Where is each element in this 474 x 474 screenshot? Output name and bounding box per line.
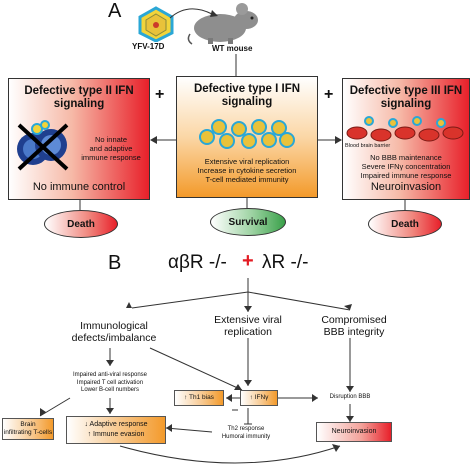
th1-bias-box: ↑ Th1 bias: [174, 390, 224, 406]
blood-brain-barrier-icon: [346, 116, 464, 142]
box-outcome: Neuroinvasion: [370, 181, 442, 193]
type-iii-ifn-box: Defective type III IFN signaling Blood b…: [342, 78, 470, 200]
box-line: Impaired immune response: [360, 171, 452, 180]
brain-t-cells-box: Brain infiltrating T-cells: [2, 418, 54, 440]
virus-cluster-icon: [199, 119, 295, 149]
box-line: infiltrating T-cells: [3, 429, 53, 436]
box-title: signaling: [380, 98, 432, 110]
box-note: immune response: [81, 153, 141, 162]
adaptive-response-box: ↓ Adaptive response ↑ Immune evasion: [66, 416, 166, 444]
bbb-label: Blood brain barrier: [345, 143, 391, 149]
box-line: ↓ Adaptive response: [84, 421, 148, 428]
box-line: Severe IFNγ concentration: [361, 162, 451, 171]
box-line: Increase in cytokine secretion: [197, 166, 297, 175]
box-note: and adaptive: [89, 144, 133, 153]
infection-arrow: [169, 8, 218, 19]
box-title: signaling: [53, 98, 105, 110]
impaired-line: Lower B-cell numbers: [80, 387, 140, 393]
death-oval: Death: [44, 210, 118, 238]
box-title: Defective type III IFN: [349, 85, 463, 97]
node-line: Extensive viral: [214, 314, 282, 326]
node-line: defects/imbalance: [71, 332, 157, 344]
box-outcome: No immune control: [32, 181, 126, 193]
box-title: Defective type II IFN: [24, 85, 134, 97]
th2-line: Th2 response: [227, 426, 265, 432]
node-line: Compromised: [321, 314, 387, 326]
impaired-list: Impaired anti-viral response Impaired T …: [52, 372, 168, 395]
box-line: No BBB maintenance: [370, 153, 442, 162]
header-plus: +: [242, 250, 254, 272]
plus-sign: +: [155, 86, 165, 103]
box-line: Extensive viral replication: [204, 157, 290, 166]
node-immunological: Immunological defects/imbalance: [66, 320, 162, 344]
virus-label: YFV-17D: [132, 42, 165, 51]
mouse-icon: [187, 3, 258, 45]
impaired-line: Impaired anti-viral response: [72, 372, 148, 378]
crossed-cells-icon: [17, 120, 69, 171]
box-line: Brain: [20, 421, 36, 428]
th2-text: Th2 response Humoral immunity: [206, 426, 286, 441]
plus-sign: +: [324, 86, 334, 103]
node-line: replication: [224, 326, 272, 338]
impaired-line: Impaired T cell activation: [76, 379, 144, 386]
box-line: T-cell mediated immunity: [205, 175, 289, 184]
header-abr: αβR -/-: [168, 252, 227, 273]
node-line: BBB integrity: [323, 326, 385, 338]
header-lr: λR -/-: [262, 252, 309, 273]
box-line: ↑ Immune evasion: [87, 431, 145, 438]
disruption-bbb-text: Disruption BBB: [329, 394, 371, 400]
type-ii-ifn-box: Defective type II IFN signaling No innat…: [8, 78, 150, 200]
box-title: Defective type I IFN: [193, 83, 301, 95]
death-oval: Death: [368, 210, 442, 238]
th2-line: Humoral immunity: [221, 433, 271, 440]
survival-oval: Survival: [210, 208, 286, 236]
box-note: No innate: [94, 135, 128, 144]
node-bbb-integrity: Compromised BBB integrity: [306, 314, 402, 338]
virus-icon: [138, 6, 174, 42]
node-line: Immunological: [80, 320, 148, 332]
neuroinvasion-box: Neuroinvasion: [316, 422, 392, 442]
box-title: signaling: [221, 96, 273, 108]
type-i-ifn-box: Defective type I IFN signaling Extensive…: [176, 76, 318, 198]
node-viral-replication: Extensive viral replication: [200, 314, 296, 338]
ifng-box: ↑ IFNγ: [240, 390, 278, 406]
panel-b-label: B: [108, 252, 122, 274]
mouse-label: WT mouse: [212, 44, 253, 53]
panel-a-label: A: [108, 0, 122, 22]
